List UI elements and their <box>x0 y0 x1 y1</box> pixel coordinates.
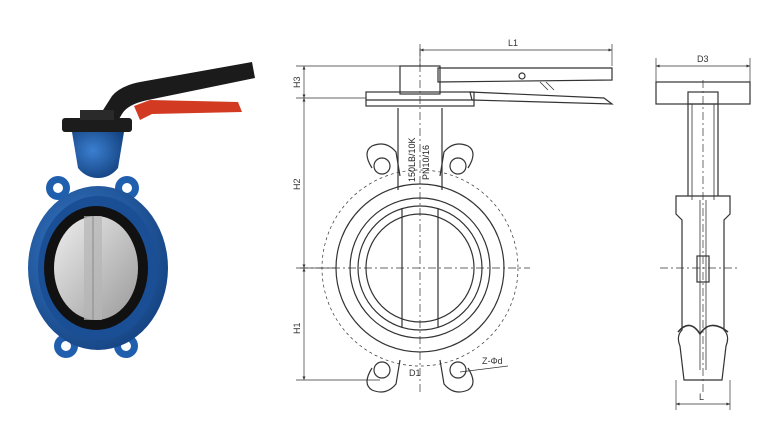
dim-l1: L1 <box>508 38 518 48</box>
front-view-drawing <box>300 48 614 395</box>
lever-grip <box>134 100 242 120</box>
valve-neck <box>72 132 124 178</box>
dim-h1: H1 <box>292 322 302 334</box>
front-lever <box>437 67 613 83</box>
dim-d1: D1 <box>409 368 421 378</box>
valve-photo <box>28 62 255 358</box>
dim-d3: D3 <box>697 54 709 64</box>
marking-line-1: 150LB/10K <box>407 137 417 182</box>
lever-handle <box>98 62 255 124</box>
body-marking: 150LB/10K PN10/16 <box>407 137 431 182</box>
side-dimensions <box>655 58 751 410</box>
body-outline <box>335 183 505 353</box>
side-view-drawing <box>655 80 751 395</box>
dim-h2: H2 <box>292 178 302 190</box>
dim-h3: H3 <box>292 76 302 88</box>
marking-line-2: PN10/16 <box>421 145 431 180</box>
dim-bolt: Z-Φd <box>482 356 503 366</box>
front-dimensions <box>296 44 613 381</box>
top-plate <box>62 118 132 132</box>
dim-l: L <box>699 392 704 402</box>
